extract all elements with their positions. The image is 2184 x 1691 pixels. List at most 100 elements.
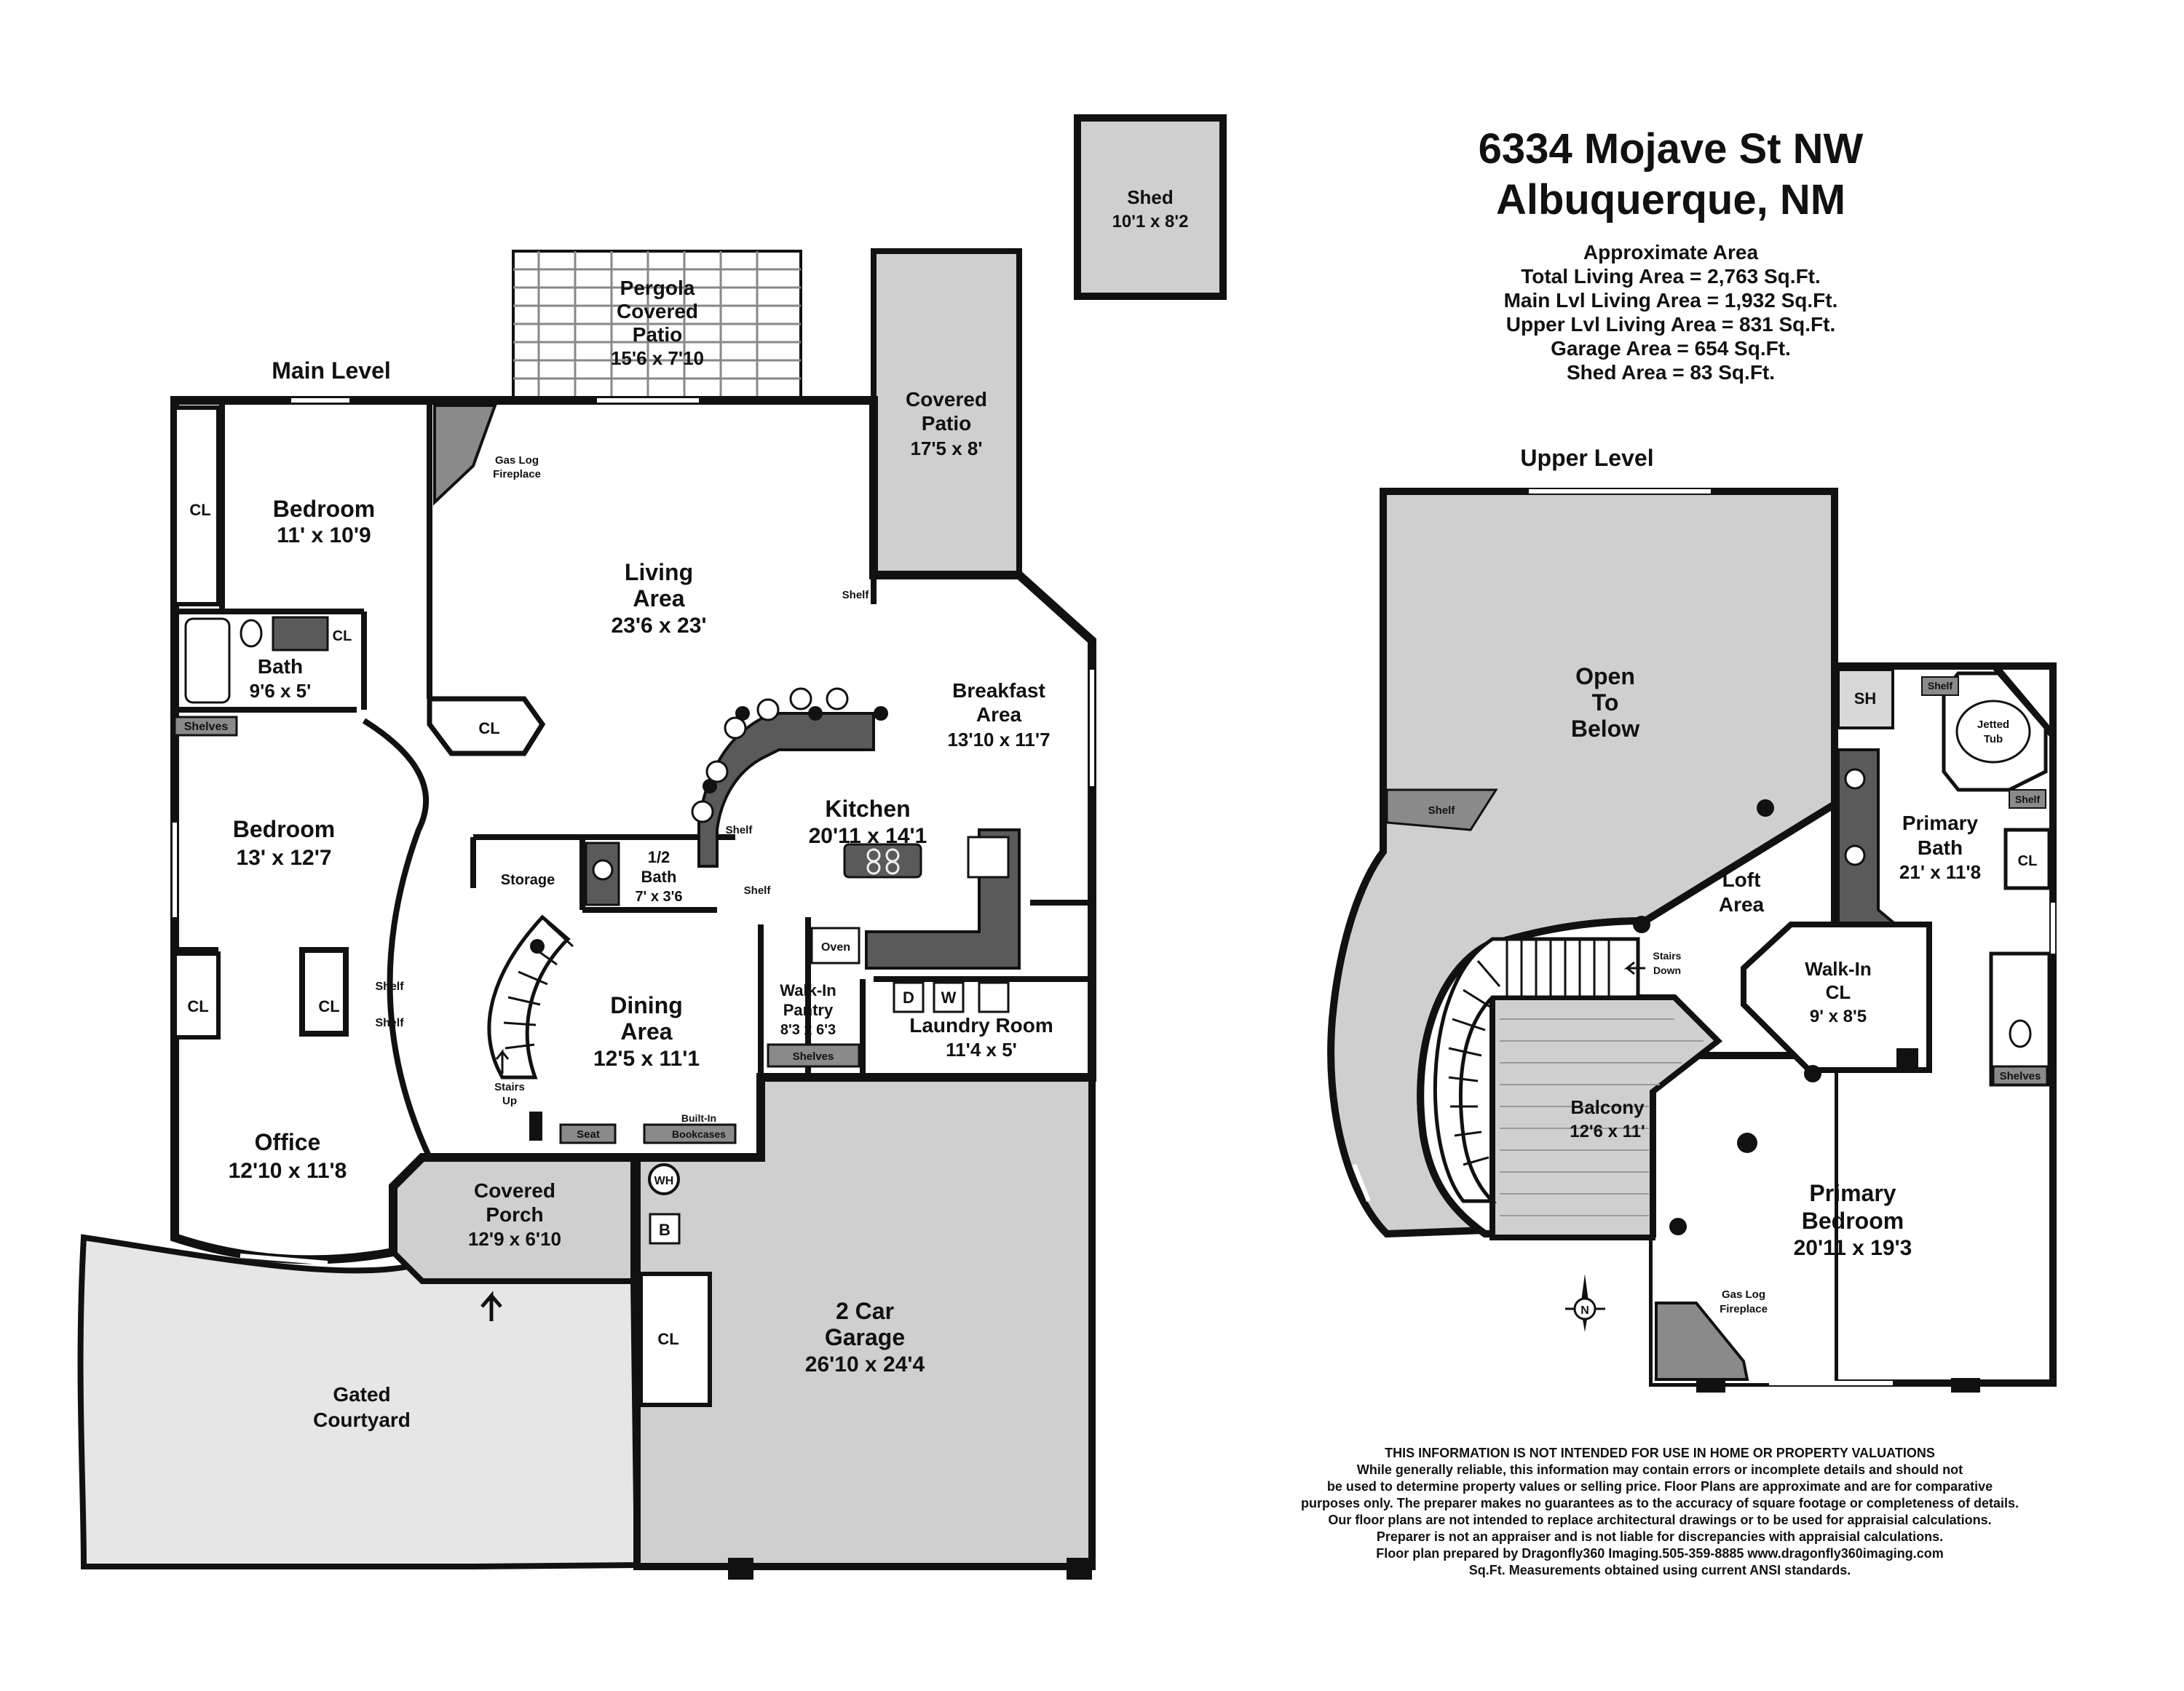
- closet-label: CL: [2018, 853, 2038, 869]
- room-name: Kitchen: [825, 796, 910, 822]
- bedroom1-closet: [173, 405, 221, 606]
- area-shed: Shed Area = 83 Sq.Ft.: [1566, 361, 1776, 384]
- room-name: Bath: [1918, 836, 1963, 859]
- disclaimer-line: Our floor plans are not intended to repl…: [1328, 1513, 1992, 1527]
- north-compass-icon: [1565, 1274, 1605, 1332]
- entry-arrow-icon: [480, 1291, 502, 1321]
- area-garage: Garage Area = 654 Sq.Ft.: [1551, 337, 1791, 360]
- room-name: Loft: [1722, 868, 1761, 891]
- room-dims: 13'10 x 11'7: [947, 729, 1050, 751]
- laundry-sink: [978, 981, 1010, 1013]
- shelf-label: Shelf: [375, 1017, 404, 1029]
- toilet: [240, 619, 263, 648]
- jetted-tub-label: Tub: [1984, 733, 2003, 745]
- jetted-tub-label: Jetted: [1977, 718, 2009, 731]
- area-summary: Approximate Area Total Living Area = 2,7…: [1420, 240, 1922, 384]
- seat-bench: [559, 1123, 617, 1144]
- shed-box: [1074, 114, 1227, 300]
- room-name: Breakfast: [952, 679, 1045, 702]
- covered-patio: [871, 248, 1022, 578]
- room-dims: 7' x 3'6: [635, 889, 682, 905]
- north-label: N: [1580, 1304, 1589, 1317]
- window-marks: [173, 398, 1094, 1265]
- upper-posts: [1633, 799, 1821, 1235]
- shower: [1837, 668, 1894, 729]
- area-heading: Approximate Area: [1583, 241, 1759, 264]
- address-line-2: Albuquerque, NM: [1495, 176, 1846, 223]
- pergola: [512, 250, 802, 402]
- stair-post: [530, 939, 545, 954]
- area-total-living: Total Living Area = 2,763 Sq.Ft.: [1521, 265, 1821, 288]
- property-address: 6334 Mojave St NW Albuquerque, NM: [1383, 124, 1958, 226]
- room-name: Primary: [1902, 812, 1979, 834]
- stairs-label: Stairs: [494, 1081, 525, 1093]
- room-dims: 11'4 x 5': [946, 1039, 1017, 1061]
- room-name: Walk-In: [780, 981, 836, 999]
- seat-label: Seat: [577, 1128, 600, 1141]
- shelf-label: Shelf: [726, 824, 753, 836]
- bath-closet: [2003, 828, 2052, 890]
- room-name: Garage: [825, 1324, 905, 1350]
- bathtub: [184, 617, 231, 704]
- washer-box: [933, 981, 965, 1013]
- interior-walls: [175, 400, 1092, 1281]
- room-dims: 12'9 x 6'10: [468, 1228, 561, 1250]
- room-name: Gated: [333, 1383, 390, 1406]
- room-name: Courtyard: [313, 1409, 411, 1431]
- kitchen-sink: [967, 836, 1010, 879]
- room-name: Bath: [258, 655, 303, 678]
- room-name: Bedroom: [1802, 1208, 1904, 1234]
- bookcases-label: Built-In: [681, 1112, 716, 1124]
- upper-level-title: Upper Level: [1520, 445, 1653, 471]
- room-name: Covered: [474, 1179, 555, 1202]
- boiler-box: [649, 1213, 681, 1245]
- pantry-shelves: [767, 1043, 860, 1068]
- disclaimer-line: be used to determine property values or …: [1326, 1479, 1993, 1494]
- balcony: [1489, 994, 1723, 1240]
- pergola-slats: [513, 251, 801, 400]
- upper-stair-treads: [1448, 939, 1610, 1166]
- room-name: Office: [255, 1129, 321, 1155]
- room-name: Open: [1575, 663, 1635, 689]
- bar-stools: [691, 687, 849, 823]
- stairs-label: Stairs: [1653, 950, 1682, 962]
- room-name: Area: [620, 1018, 672, 1045]
- room-dims: 9'6 x 5': [250, 680, 312, 702]
- disclaimer-line: While generally reliable, this informati…: [1356, 1462, 1963, 1477]
- tub-shelf-2: [2009, 789, 2046, 809]
- shelf-label: Shelf: [2015, 793, 2041, 805]
- shelf-label: Shelf: [1928, 680, 1953, 692]
- washer-label: W: [941, 989, 957, 1007]
- room-dims: 15'6 x 7'10: [611, 347, 704, 369]
- toilet-room: [1989, 951, 2052, 1087]
- stairs-label: Up: [502, 1095, 517, 1107]
- primary-bedroom: [1653, 1056, 1835, 1383]
- room-name: Storage: [501, 872, 555, 888]
- closet-label: CL: [657, 1330, 678, 1348]
- room-name: Porch: [486, 1203, 543, 1226]
- fireplace-label: Fireplace: [1720, 1303, 1768, 1315]
- room-name: Area: [633, 585, 684, 611]
- upper-level-text: Upper Level Open To Below Shelf Loft Are…: [1428, 445, 2041, 1317]
- tub-basin: [1955, 700, 2031, 764]
- room-name: Living: [625, 559, 693, 585]
- half-bath-sink: [592, 859, 614, 881]
- bedroom2-closet: [173, 951, 221, 1039]
- room-name: Pantry: [783, 1001, 834, 1019]
- disclaimer-line: Floor plan prepared by Dragonfly360 Imag…: [1376, 1546, 1944, 1561]
- room-name: Area: [1719, 893, 1765, 916]
- shelves-label: Shelves: [793, 1050, 834, 1063]
- upper-toilet: [2009, 1019, 2032, 1048]
- room-dims: 9' x 8'5: [1810, 1007, 1867, 1026]
- room-name: 2 Car: [836, 1298, 894, 1324]
- address-line-1: 6334 Mojave St NW: [1478, 125, 1864, 173]
- room-name: Pergola: [620, 277, 695, 299]
- room-name: 1/2: [648, 848, 670, 866]
- tub-shelf: [1921, 676, 1959, 696]
- oven-box: [810, 927, 860, 965]
- gas-log-fireplace: [433, 404, 497, 506]
- room-name: Bath: [641, 868, 677, 886]
- fireplace-label: Fireplace: [493, 468, 541, 480]
- room-name: Bedroom: [233, 816, 335, 842]
- room-dims: 20'11 x 14'1: [809, 824, 927, 848]
